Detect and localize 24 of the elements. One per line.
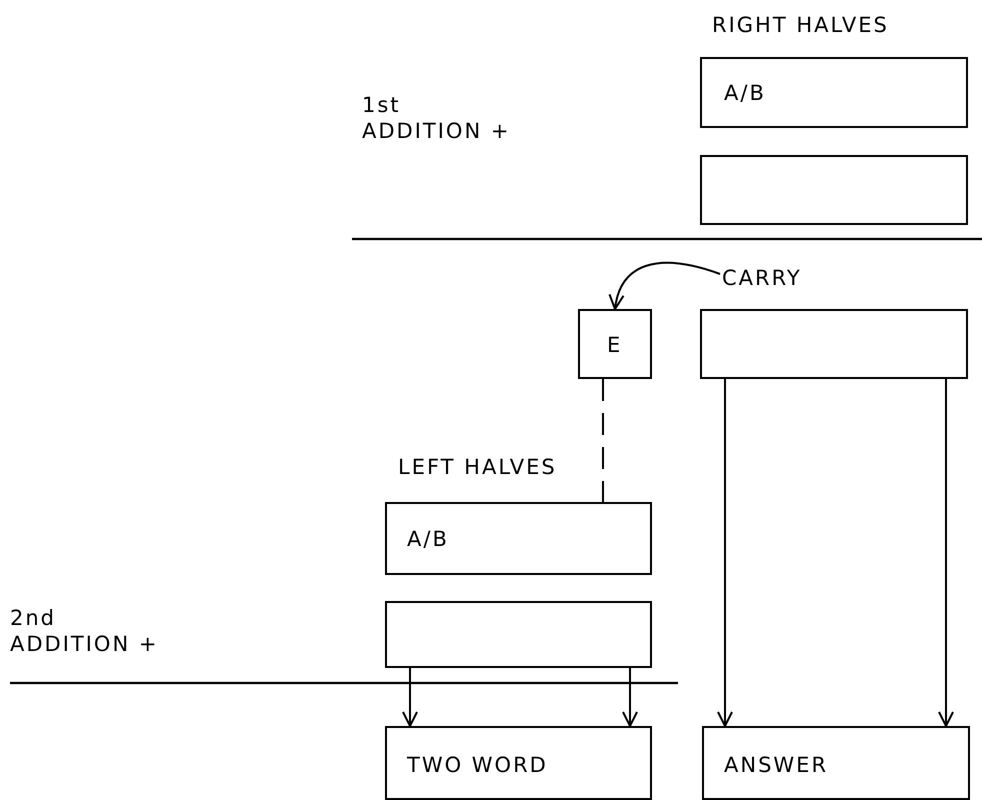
arrow — [717, 379, 733, 727]
register-box — [578, 309, 652, 379]
operation-label: 2nd ADDITION + — [10, 605, 160, 658]
empty-register-box — [385, 601, 652, 668]
register-label: A/B — [724, 83, 766, 104]
register-box — [702, 726, 970, 800]
register-box — [385, 502, 652, 575]
empty-register-box — [700, 309, 968, 379]
register-label: TWO WORD — [407, 755, 548, 776]
arrow — [402, 668, 418, 727]
connector-line — [602, 379, 604, 502]
register-box — [700, 57, 968, 128]
heading-label: RIGHT HALVES — [712, 12, 890, 38]
register-label: ANSWER — [724, 755, 828, 776]
arrow — [622, 668, 638, 727]
curved-arrow — [610, 262, 720, 310]
heading-label: LEFT HALVES — [398, 454, 558, 480]
operation-label: 1st ADDITION + — [362, 92, 512, 144]
arrow — [938, 379, 954, 727]
carry-label: CARRY — [722, 268, 802, 289]
register-label: A/B — [407, 529, 449, 550]
register-box — [385, 726, 652, 800]
register-label: E — [607, 335, 622, 356]
empty-register-box — [700, 155, 968, 225]
